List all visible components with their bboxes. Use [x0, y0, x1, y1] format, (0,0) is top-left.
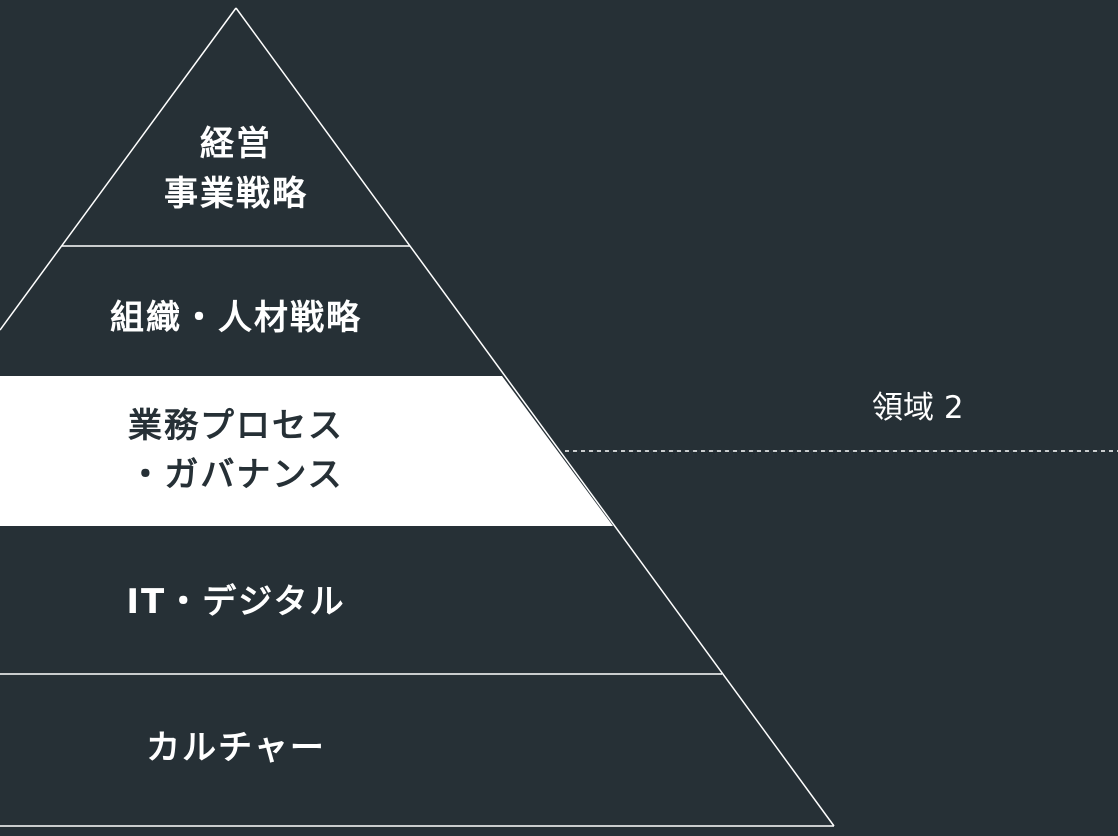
- pyramid-right-edge: [235, 7, 835, 827]
- tier-label-culture: カルチャー: [146, 728, 326, 769]
- tier-label-management-strategy: 経営 事業戦略: [164, 124, 308, 214]
- tier-label-business-process-governance: 業務プロセス ・ガバナンス: [128, 405, 344, 495]
- pyramid-left-edge: [0, 7, 237, 331]
- region-label: 領域 2: [872, 390, 964, 426]
- highlight-band: [0, 376, 613, 526]
- tier-label-organization-hr: 組織・人材戦略: [110, 298, 362, 339]
- tier-label-it-digital: IT・デジタル: [126, 582, 346, 623]
